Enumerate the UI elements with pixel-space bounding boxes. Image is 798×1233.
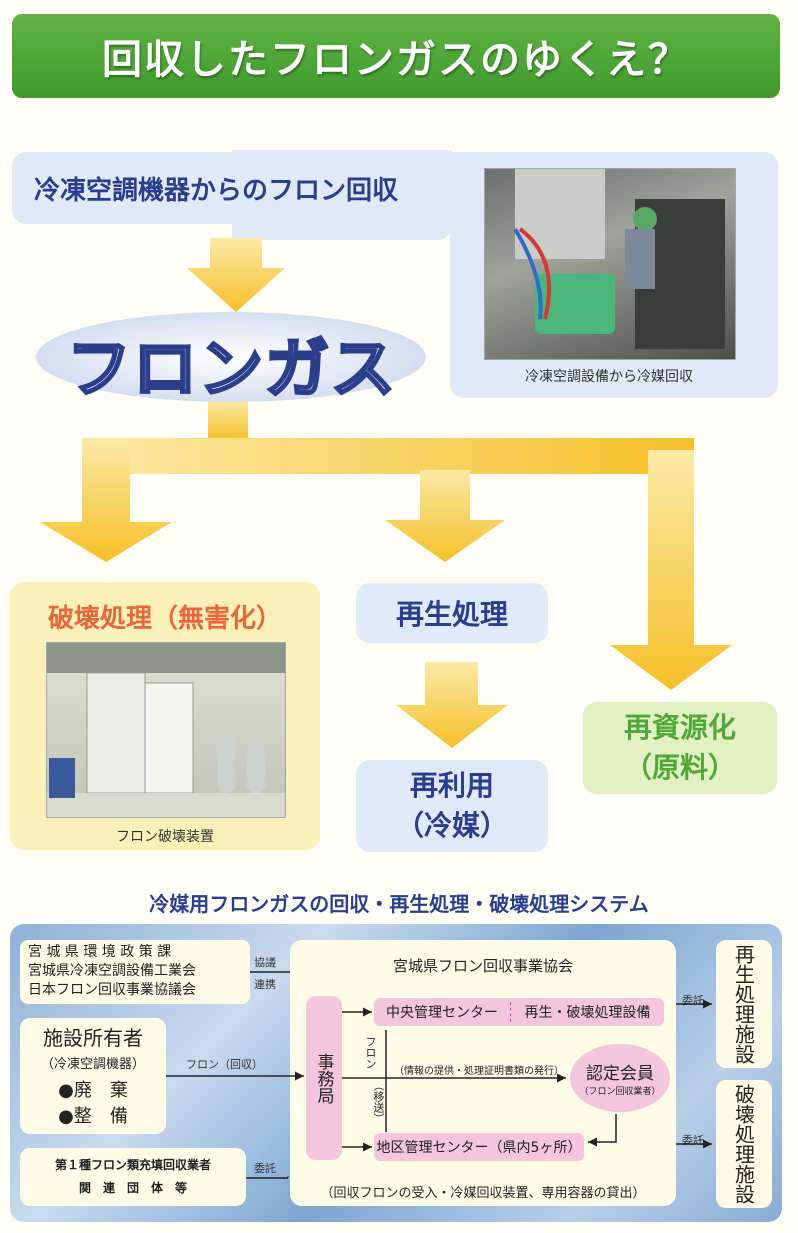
- trader-line1: 第１種フロン類充填回収業者: [54, 1158, 211, 1172]
- regional-center-box: 地区管理センター（県内5ヶ所）: [374, 1133, 584, 1161]
- owner-title: 施設所有者: [43, 1026, 143, 1050]
- gov-link-label-2: 連携: [254, 978, 276, 991]
- resource-line1: 再資源化: [623, 711, 736, 744]
- owner-item-dispose: ●廃 棄: [58, 1080, 128, 1101]
- resource-line2: （原料）: [623, 751, 736, 784]
- page-title: 回収したフロンガスのゆくえ？: [102, 37, 690, 83]
- owner-item-maint: ●整 備: [58, 1106, 128, 1127]
- destroy-photo-caption: フロン破壊装置: [116, 829, 214, 845]
- office-box: 事務局: [306, 996, 342, 1160]
- central-facility-label: 再生・破壊処理設備: [524, 1005, 651, 1021]
- certified-title: 認定会員: [586, 1064, 654, 1084]
- collection-photo-caption: 冷凍空調設備から冷媒回収: [525, 369, 693, 385]
- destroy-photo: [46, 642, 286, 818]
- arrow-to-reuse: [396, 662, 508, 748]
- regional-center-label: 地区管理センター（県内5ヶ所）: [376, 1140, 582, 1156]
- certified-box: 認定会員 （フロン回収業者）: [570, 1044, 670, 1112]
- office-label: 事務局: [313, 1052, 334, 1104]
- destroy-facility-label: 破壊処理施設: [731, 1084, 756, 1204]
- trader-box: 第１種フロン類充填回収業者 関 連 団 体 等: [20, 1148, 246, 1206]
- regen-facility-box: 再生処理施設: [716, 940, 772, 1068]
- regen-facility-label: 再生処理施設: [731, 944, 756, 1064]
- reuse-line1: 再利用: [409, 769, 494, 802]
- arrow-to-gas: [187, 238, 285, 312]
- collection-heading: 冷凍空調機器からのフロン回収: [34, 176, 399, 206]
- system-title: 冷媒用フロンガスの回収・再生処理・破壊処理システム: [149, 892, 649, 916]
- resource-box: 再資源化 （原料）: [583, 702, 777, 794]
- certified-sub: （フロン回収業者）: [579, 1087, 661, 1097]
- rental-note: （回収フロンの受入・冷媒回収装置、専用容器の貸出）: [320, 1186, 646, 1201]
- reuse-box: 再利用 （冷媒）: [356, 760, 548, 852]
- gas-ellipse: [36, 312, 426, 402]
- owner-box: 施設所有者 （冷凍空調機器） ●廃 棄 ●整 備: [20, 1018, 166, 1134]
- central-center-box: 中央管理センター 再生・破壊処理設備: [374, 998, 664, 1026]
- info-label: （情報の提供・処理証明書類の発行）: [394, 1066, 564, 1077]
- trader-line2: 関 連 団 体 等: [78, 1181, 187, 1195]
- trader-arrow-label: 委託: [254, 1162, 276, 1175]
- flon-vertical-label-1: フロン: [364, 1036, 377, 1069]
- assoc-title: 宮城県フロン回収事業協会: [392, 957, 573, 975]
- regen-box: 再生処理: [356, 583, 548, 643]
- destroy-title: 破壊処理（無害化）: [47, 604, 282, 634]
- reuse-line2: （冷媒）: [395, 809, 508, 842]
- arrow-to-destroy: [40, 438, 172, 562]
- gov-box: 宮 城 県 環 境 政 策 課 宮城県冷凍空調設備工業会 日本フロン回収事業協議…: [20, 940, 250, 1004]
- gov-line-3: 日本フロン回収事業協議会: [28, 982, 196, 998]
- title-bar: 回収したフロンガスのゆくえ？: [12, 14, 780, 98]
- gov-link-label-1: 協議: [254, 956, 276, 969]
- destroy-facility-box: 破壊処理施設: [716, 1080, 772, 1208]
- arrow-to-regen: [385, 470, 505, 562]
- arrow-to-resource: [610, 450, 732, 690]
- regen-title: 再生処理: [395, 598, 508, 631]
- gov-line-2: 宮城県冷凍空調設備工業会: [28, 963, 196, 979]
- flon-vertical-label-2: （移送）: [372, 1080, 385, 1124]
- collection-panel-tail: [232, 150, 452, 240]
- owner-sub: （冷凍空調機器）: [40, 1057, 145, 1072]
- collection-photo: [484, 168, 736, 360]
- gov-line-1: 宮 城 県 環 境 政 策 課: [28, 944, 172, 960]
- flow-arrows: [40, 238, 732, 748]
- central-center-label: 中央管理センター: [386, 1005, 498, 1021]
- owner-arrow-label: フロン（回収）: [186, 1058, 263, 1071]
- gas-label: フロンガス: [66, 332, 397, 409]
